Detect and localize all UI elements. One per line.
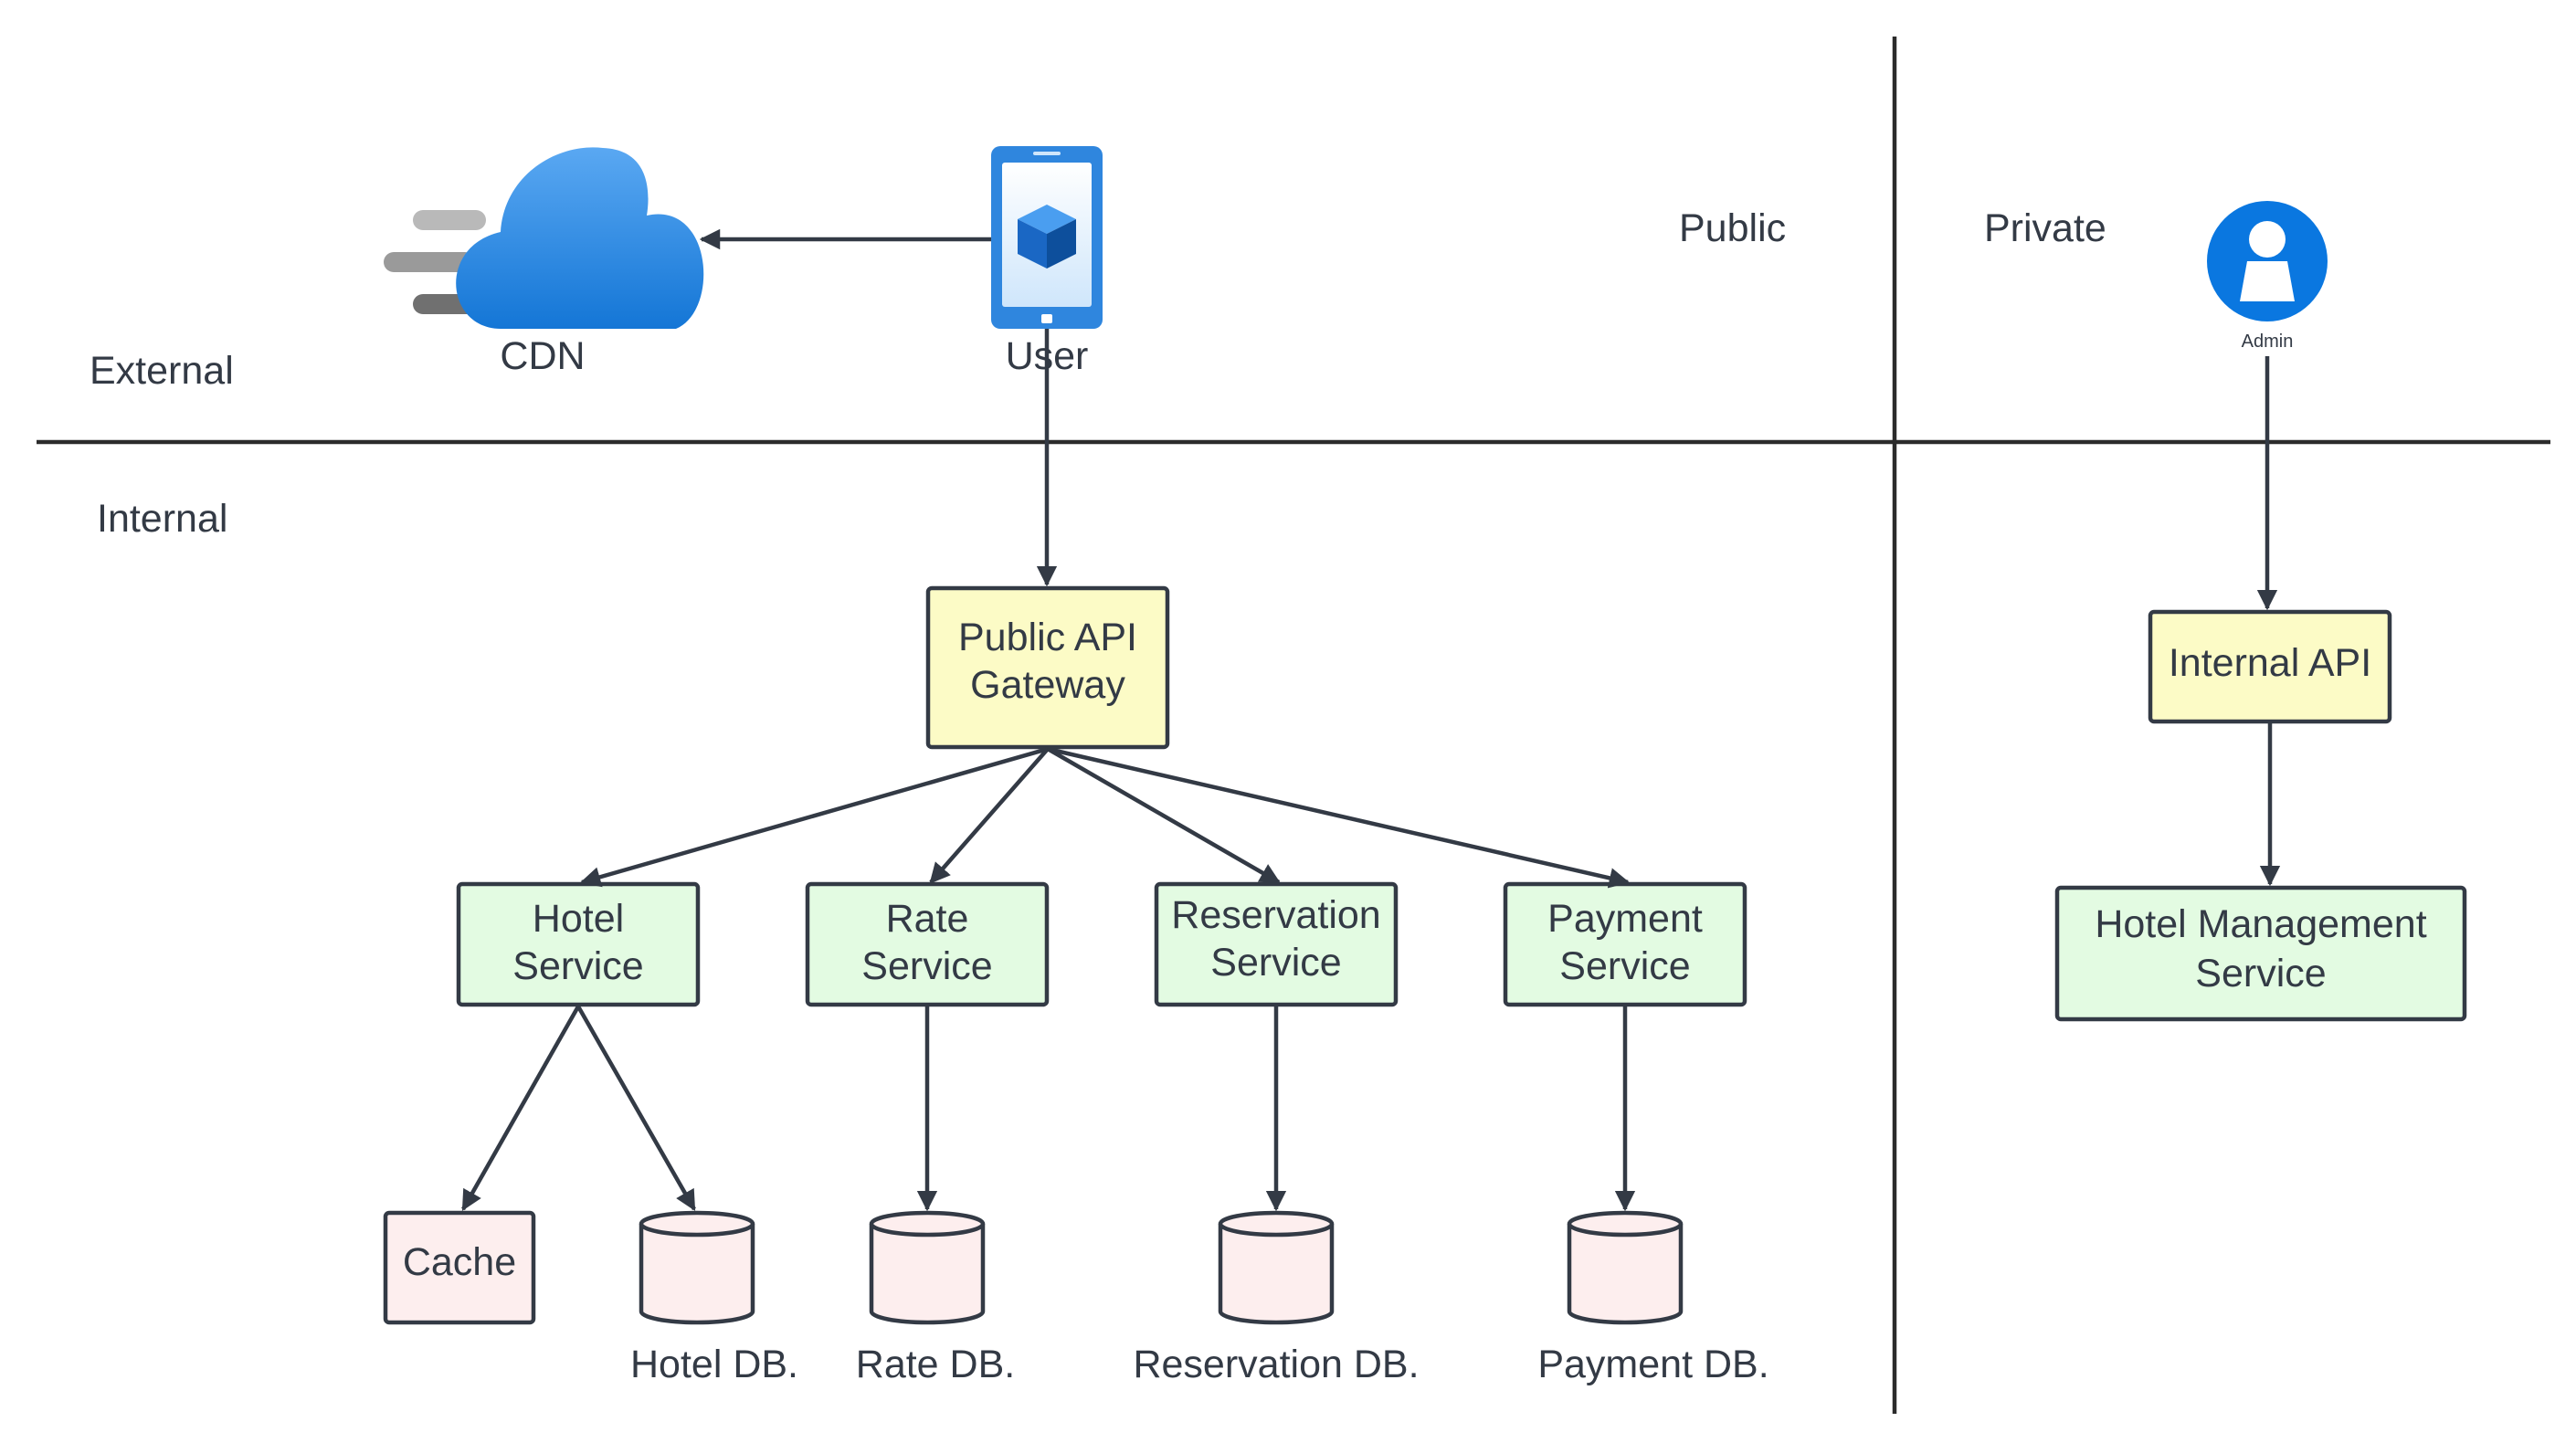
- hotel-management-service-box: [2054, 885, 2467, 1022]
- zone-label-external: External: [90, 349, 234, 393]
- cdn-cloud-icon: [384, 147, 704, 329]
- public-api-gateway-label-line2: Gateway: [970, 663, 1125, 707]
- payment-service-label-line2: Service: [1559, 944, 1690, 988]
- payment-db-label: Payment DB.: [1537, 1343, 1768, 1386]
- user-phone-icon: [991, 146, 1103, 329]
- rate-db-cylinder: [869, 1210, 986, 1325]
- hotel-service-label-line2: Service: [512, 944, 643, 988]
- admin-avatar-icon: [2207, 201, 2328, 321]
- hotel-management-service-label-line1: Hotel Management: [2095, 902, 2426, 946]
- cache-label: Cache: [403, 1240, 516, 1284]
- reservation-db-label: Reservation DB.: [1133, 1343, 1419, 1386]
- edge-gateway-to-rate: [929, 747, 1050, 884]
- reservation-db-cylinder: [1218, 1210, 1335, 1325]
- rate-db-label: Rate DB.: [856, 1343, 1015, 1386]
- public-api-gateway-label-line1: Public API: [958, 616, 1137, 659]
- payment-service-label-line1: Payment: [1547, 897, 1703, 941]
- hotel-service-box: [456, 881, 701, 1007]
- edge-gateway-to-reservation: [1046, 747, 1281, 884]
- edge-hotel-to-hotel-db: [576, 1005, 696, 1211]
- cache-box: [383, 1210, 536, 1325]
- hotel-db-label: Hotel DB.: [630, 1343, 798, 1386]
- edge-hotel-to-cache: [461, 1005, 580, 1211]
- zone-label-internal: Internal: [97, 497, 227, 541]
- reservation-service-box: [1154, 881, 1399, 1007]
- hotel-db-cylinder: [639, 1210, 755, 1325]
- hotel-service-label-line1: Hotel: [533, 897, 624, 941]
- zone-label-public: Public: [1679, 206, 1786, 250]
- edge-gateway-to-payment: [1047, 746, 1631, 889]
- public-api-gateway-box: [925, 585, 1170, 750]
- cdn-label: CDN: [500, 334, 585, 378]
- zone-label-private: Private: [1984, 206, 2106, 250]
- rate-service-box: [805, 881, 1050, 1007]
- reservation-service-label-line2: Service: [1210, 941, 1341, 985]
- hotel-management-service-label-line2: Service: [2195, 952, 2326, 995]
- rate-service-label-line1: Rate: [886, 897, 969, 941]
- reservation-service-label-line1: Reservation: [1171, 893, 1380, 937]
- payment-db-cylinder: [1567, 1210, 1684, 1325]
- internal-api-box: [2148, 609, 2392, 724]
- rate-service-label-line2: Service: [861, 944, 992, 988]
- admin-label: Admin: [2242, 332, 2294, 352]
- internal-api-label: Internal API: [2169, 641, 2371, 685]
- edge-gateway-to-hotel: [579, 746, 1049, 888]
